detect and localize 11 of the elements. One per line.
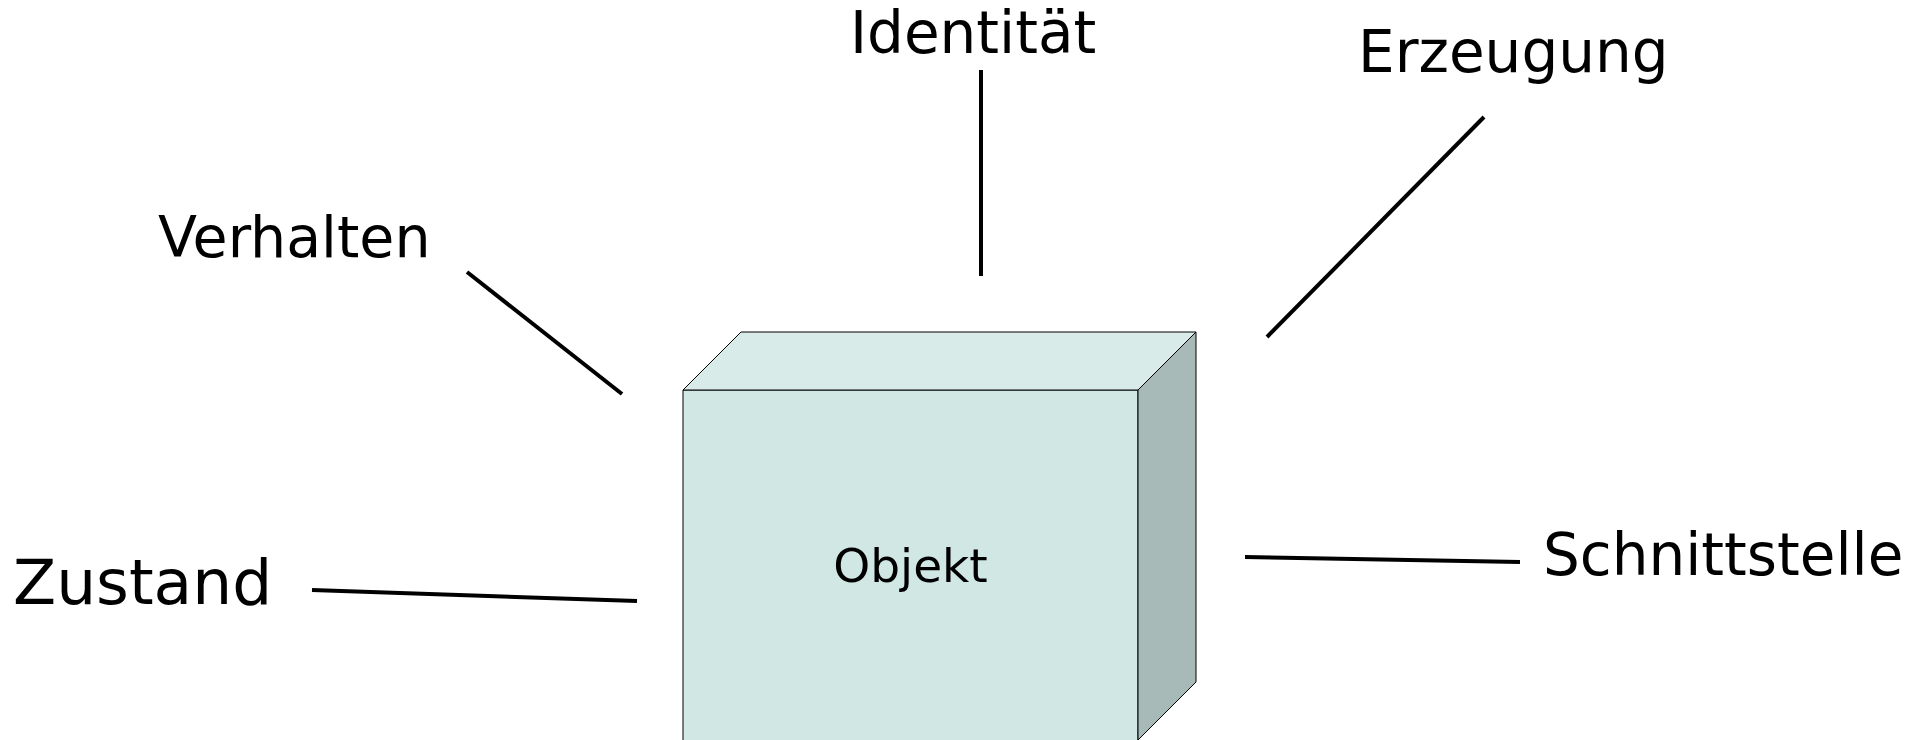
concept-label: Erzeugung [1358,19,1669,86]
leader-line [1265,115,1486,339]
concept-label: Verhalten [158,205,431,271]
leader-line [1244,555,1521,564]
concept-label: Identität [850,0,1097,67]
concept-label: Zustand [13,547,273,620]
concept-label: Schnittstelle [1543,522,1904,589]
object-label: Objekt [833,539,988,593]
leader-line [465,270,624,396]
leader-line [979,70,983,276]
leader-line [311,588,638,603]
